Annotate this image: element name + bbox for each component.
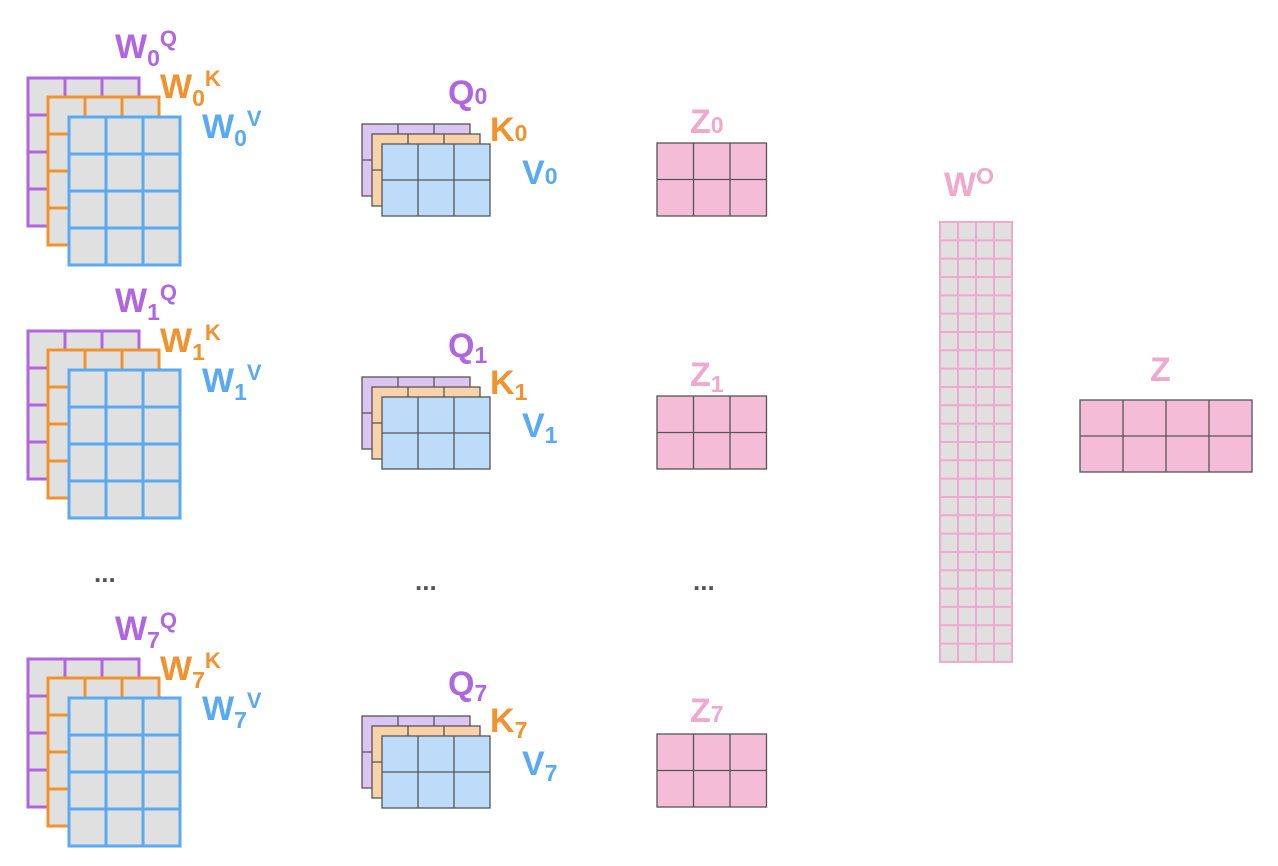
v7-matrix bbox=[381, 735, 491, 809]
wo-block: WO bbox=[939, 163, 1013, 663]
ellipsis-z: ... bbox=[693, 566, 715, 596]
v1-matrix bbox=[381, 396, 491, 470]
z1-label: Z1 bbox=[690, 356, 724, 397]
head-0-z: Z0 bbox=[656, 103, 768, 217]
z0-matrix bbox=[656, 142, 768, 217]
w7-v-label: W7V bbox=[202, 688, 262, 733]
z7-matrix bbox=[656, 733, 768, 808]
head-7-weights: W7Q W7K W7V bbox=[26, 608, 262, 848]
w0-k-label: W0K bbox=[160, 66, 221, 111]
w7-v-matrix bbox=[67, 696, 182, 848]
wo-label: WO bbox=[944, 163, 994, 204]
w7-q-label: W7Q bbox=[115, 608, 177, 653]
q7-label: Q7 bbox=[448, 665, 487, 706]
v1-label: V1 bbox=[522, 407, 558, 448]
head-1-z: Z1 bbox=[656, 356, 768, 470]
w1-v-label: W1V bbox=[202, 360, 262, 405]
head-1-qkv: Q1 K1 V1 bbox=[361, 327, 558, 470]
w0-v-label: W0V bbox=[202, 106, 262, 151]
v0-matrix bbox=[381, 143, 491, 217]
z0-label: Z0 bbox=[690, 103, 724, 141]
ellipsis-qkv: ... bbox=[415, 566, 437, 596]
k7-label: K7 bbox=[490, 702, 527, 743]
k0-label: K0 bbox=[490, 111, 527, 149]
wo-matrix bbox=[939, 221, 1013, 663]
w7-k-label: W7K bbox=[160, 648, 221, 693]
w0-v-matrix bbox=[67, 115, 182, 267]
z7-label: Z7 bbox=[690, 692, 724, 730]
head-7-qkv: Q7 K7 V7 bbox=[361, 665, 557, 809]
w1-v-matrix bbox=[67, 368, 182, 520]
k1-label: K1 bbox=[490, 364, 528, 405]
q0-label: Q0 bbox=[448, 74, 487, 112]
head-0-weights: W0Q W0K W0V bbox=[26, 26, 262, 267]
head-0-qkv: Q0 K0 V0 bbox=[361, 74, 557, 217]
z-final-block: Z bbox=[1079, 351, 1253, 473]
w1-q-label: W1Q bbox=[115, 280, 177, 325]
z-final-matrix bbox=[1079, 399, 1253, 473]
q1-label: Q1 bbox=[448, 327, 487, 368]
ellipsis-weights: ... bbox=[94, 558, 116, 588]
w0-q-label: W0Q bbox=[115, 26, 177, 71]
w1-k-label: W1K bbox=[160, 320, 221, 365]
head-7-z: Z7 bbox=[656, 692, 768, 808]
head-1-weights: W1Q W1K W1V bbox=[26, 280, 262, 520]
v7-label: V7 bbox=[522, 745, 557, 786]
z-final-label: Z bbox=[1150, 351, 1171, 389]
z1-matrix bbox=[656, 395, 768, 470]
v0-label: V0 bbox=[522, 154, 557, 192]
